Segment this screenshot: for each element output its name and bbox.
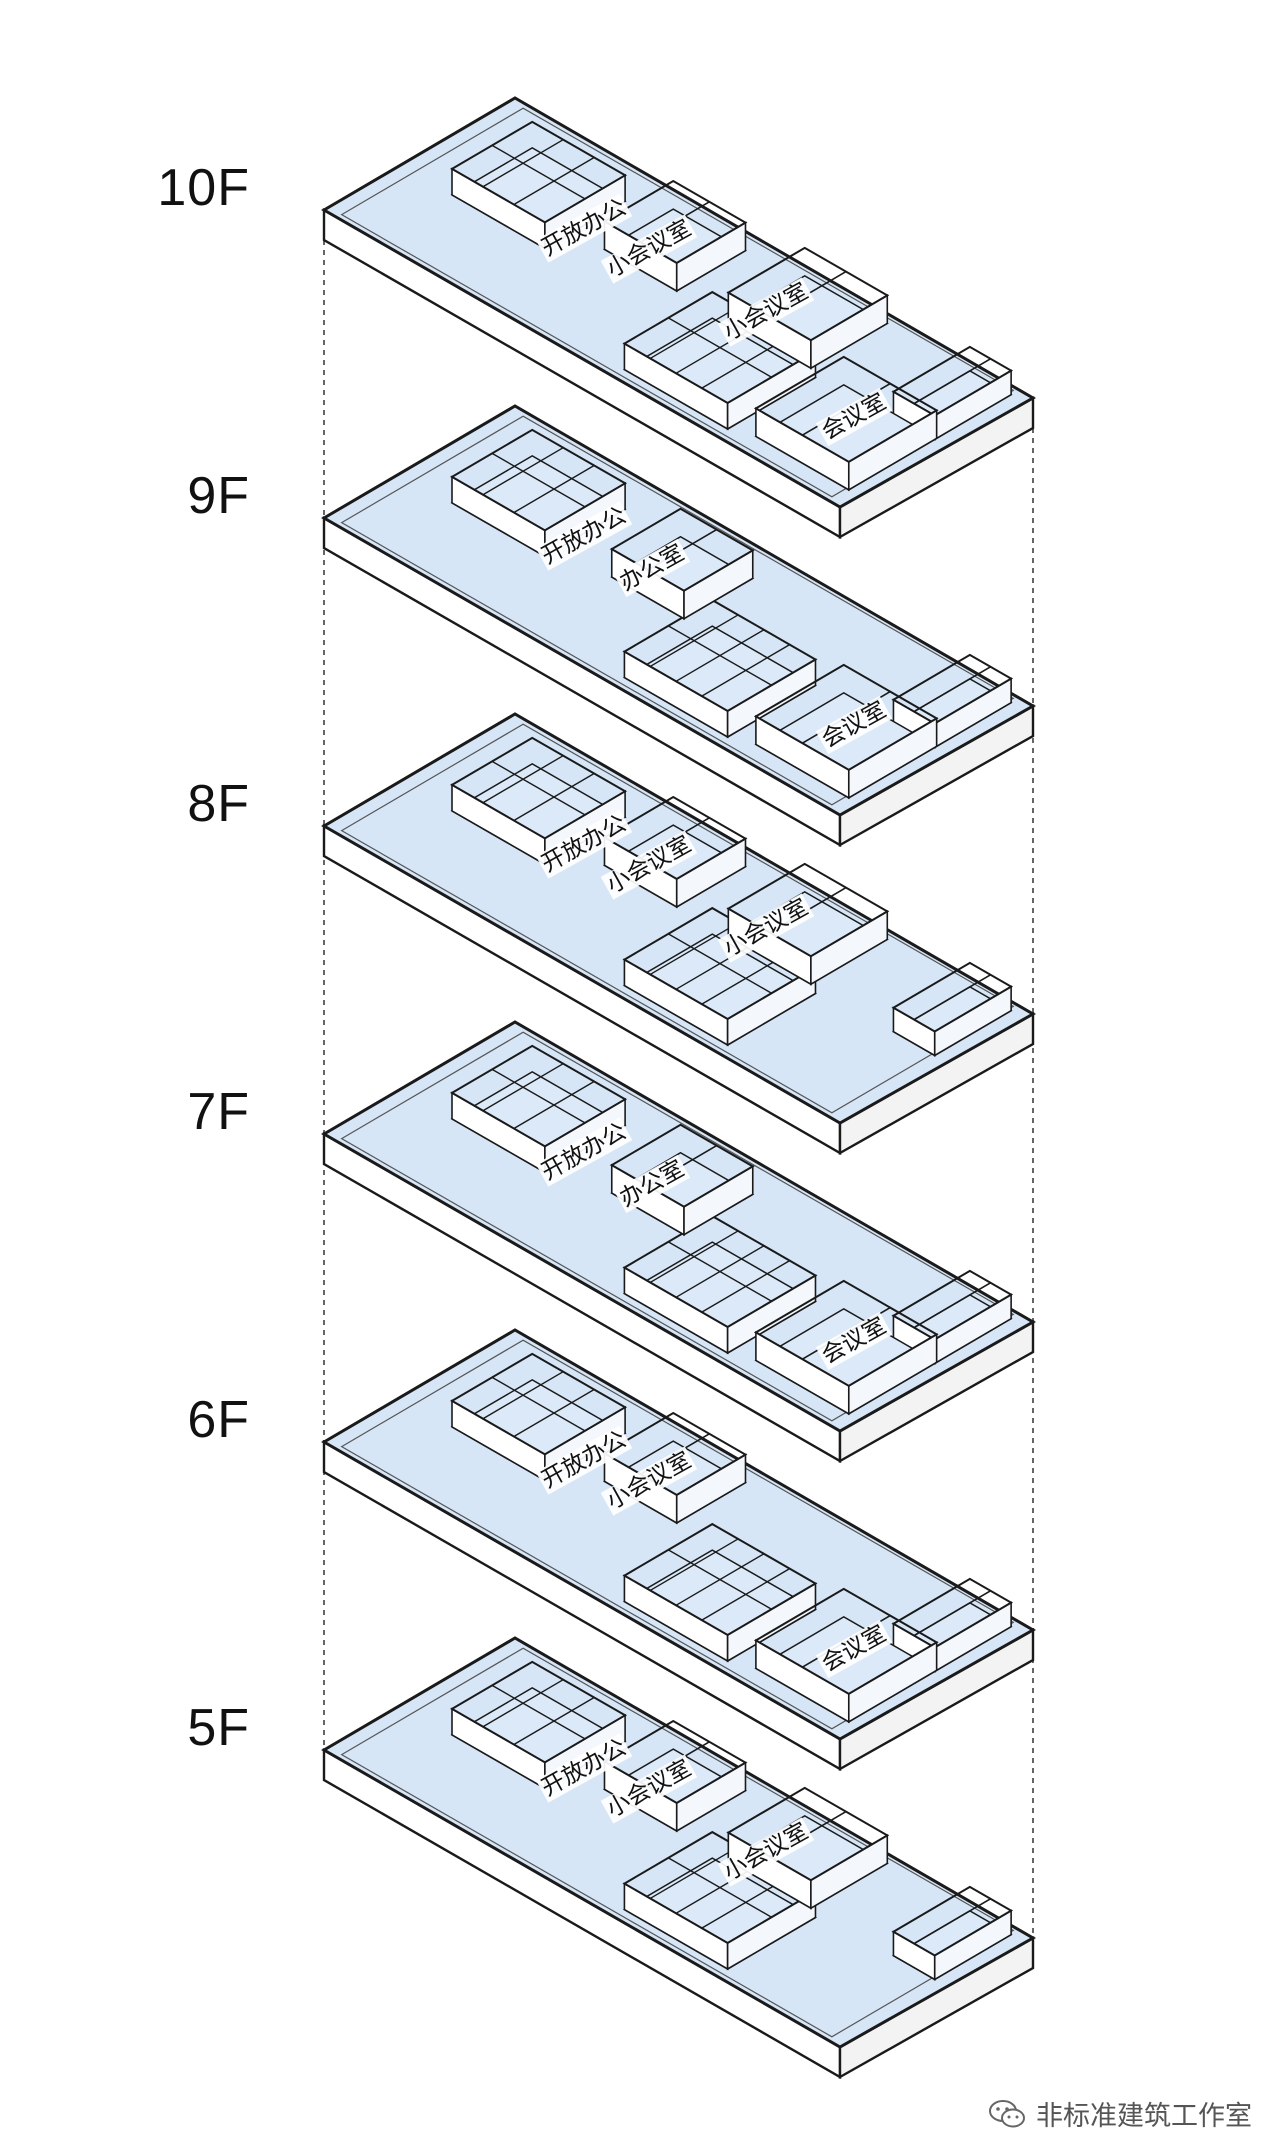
floor-5F <box>321 1636 1037 2080</box>
core-divider <box>491 1376 586 1432</box>
room-rim <box>450 428 628 532</box>
room-rim <box>891 653 1014 725</box>
core-divider <box>668 625 772 686</box>
room-rim <box>891 1269 1014 1341</box>
core-divider <box>491 452 586 508</box>
floor-label: 8F <box>187 775 250 833</box>
core-divider <box>491 760 586 816</box>
slab-parapet <box>340 107 1015 498</box>
core-divider <box>668 1549 772 1610</box>
core-divider <box>668 317 772 378</box>
slab-parapet <box>340 1339 1015 1730</box>
room-divider <box>913 358 991 405</box>
slab-parapet <box>340 415 1015 806</box>
core-divider <box>491 1068 586 1124</box>
room-rim <box>753 663 939 772</box>
floor-label: 9F <box>187 467 250 525</box>
room-rim <box>753 355 939 464</box>
floor-label: 6F <box>187 1391 250 1449</box>
room-rim <box>726 862 890 958</box>
wechat-icon <box>989 2099 1025 2127</box>
room-rim <box>891 1885 1014 1957</box>
room-divider <box>913 1590 991 1637</box>
floor-label: 7F <box>187 1083 250 1141</box>
core-divider <box>491 144 586 200</box>
floor-8F <box>321 712 1037 1156</box>
core-divider <box>668 1857 772 1918</box>
room-rim <box>726 246 890 342</box>
core-divider <box>668 933 772 994</box>
room-rim <box>753 1587 939 1696</box>
core-divider <box>491 1684 586 1740</box>
room-divider <box>913 1898 991 1945</box>
watermark-text: 非标准建筑工作室 <box>1036 2101 1252 2132</box>
room-rim <box>891 961 1014 1033</box>
room-rim <box>753 1279 939 1388</box>
floor-label: 5F <box>187 1699 250 1757</box>
room-rim <box>891 345 1014 417</box>
room-rim <box>726 1786 890 1882</box>
room-rim <box>622 1522 818 1637</box>
room-divider <box>913 974 991 1021</box>
room-divider <box>913 1282 991 1329</box>
slab-parapet <box>340 1031 1015 1422</box>
room-rim <box>891 1577 1014 1649</box>
core-divider <box>668 1241 772 1302</box>
slab-parapet <box>340 723 1015 1114</box>
floor-label: 10F <box>157 159 250 217</box>
watermark: 非标准建筑工作室 <box>988 2094 1252 2133</box>
room-divider <box>913 666 991 713</box>
slab-parapet <box>340 1647 1015 2038</box>
